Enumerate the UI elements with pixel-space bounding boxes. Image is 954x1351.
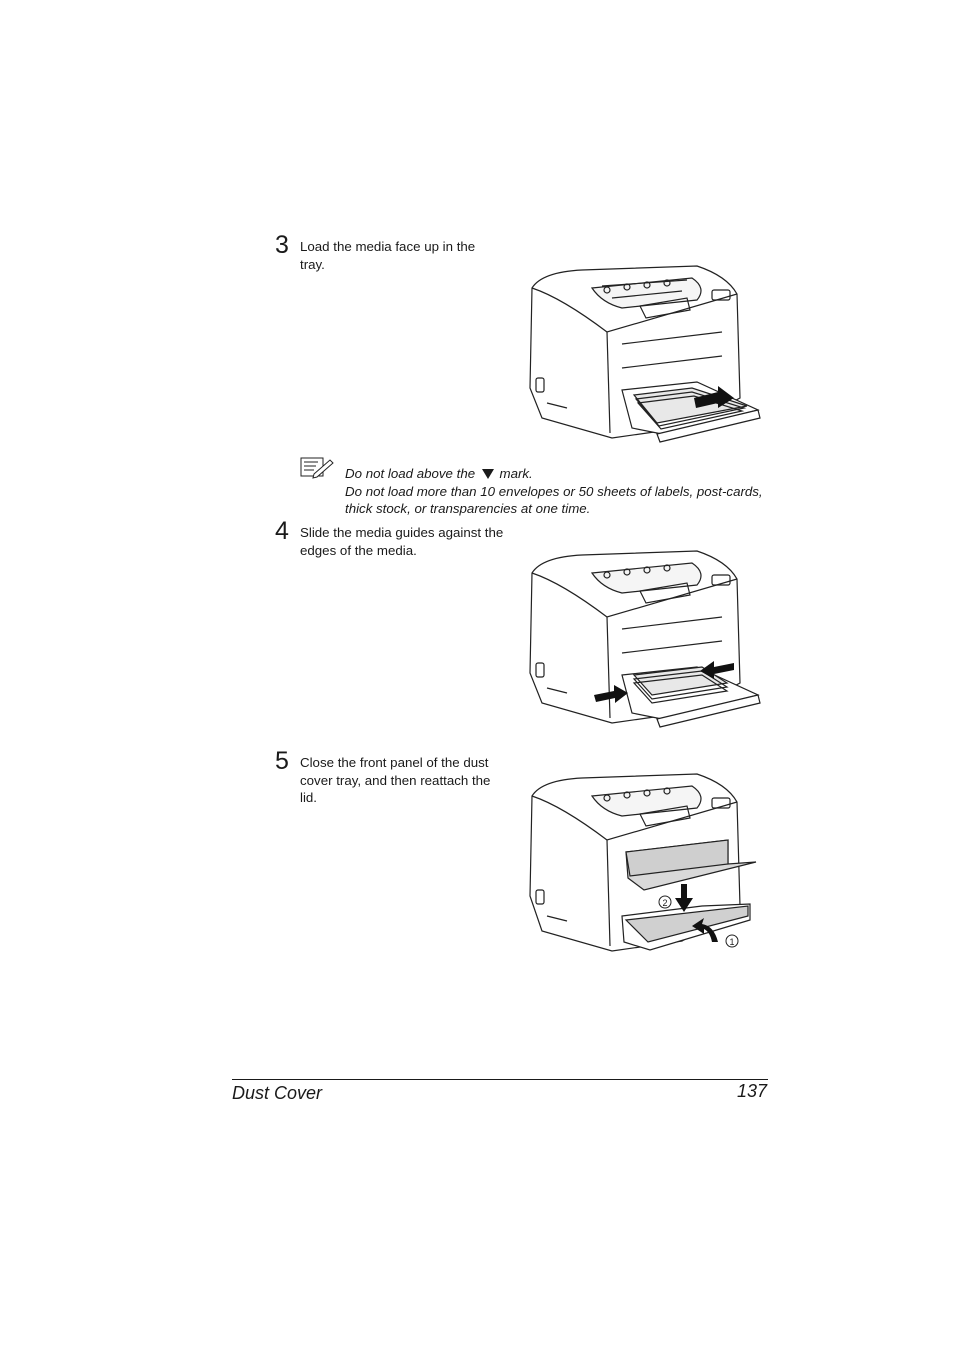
step-3-number: 3 <box>275 231 289 259</box>
callout-2: 2 <box>662 898 667 908</box>
step-4-text: Slide the media guides against the edges… <box>300 525 504 558</box>
step-5-text: Close the front panel of the dust cover … <box>300 755 491 805</box>
callout-1: 1 <box>729 937 734 947</box>
note-line-1-end: mark. <box>495 466 533 481</box>
step-5-number: 5 <box>275 747 289 775</box>
note-block: Do not load above the mark. Do not load … <box>345 465 765 518</box>
triangle-down-icon <box>481 469 494 479</box>
printer-close-panel-illustration: 2 1 <box>529 773 757 952</box>
note-line-1: Do not load above the mark. <box>345 465 765 483</box>
footer-rule <box>232 1079 768 1080</box>
note-line-1-start: Do not load above the <box>345 466 479 481</box>
printer-load-media-illustration <box>529 265 761 443</box>
note-pencil-icon <box>300 457 334 479</box>
printer-slide-guides-illustration <box>529 550 761 728</box>
step-3-text: Load the media face up in the tray. <box>300 239 476 272</box>
page-number: 137 <box>736 1081 767 1101</box>
note-line-2: Do not load more than 10 envelopes or 50… <box>345 483 763 517</box>
step-4-number: 4 <box>275 517 289 545</box>
footer-section-title: Dust Cover <box>232 1083 323 1103</box>
